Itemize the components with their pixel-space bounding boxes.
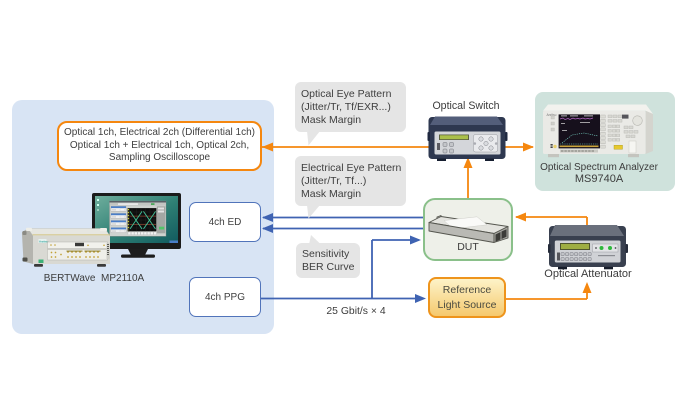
svg-text:Anritsu: Anritsu <box>39 239 49 243</box>
svg-text:Anritsu: Anritsu <box>547 113 557 117</box>
